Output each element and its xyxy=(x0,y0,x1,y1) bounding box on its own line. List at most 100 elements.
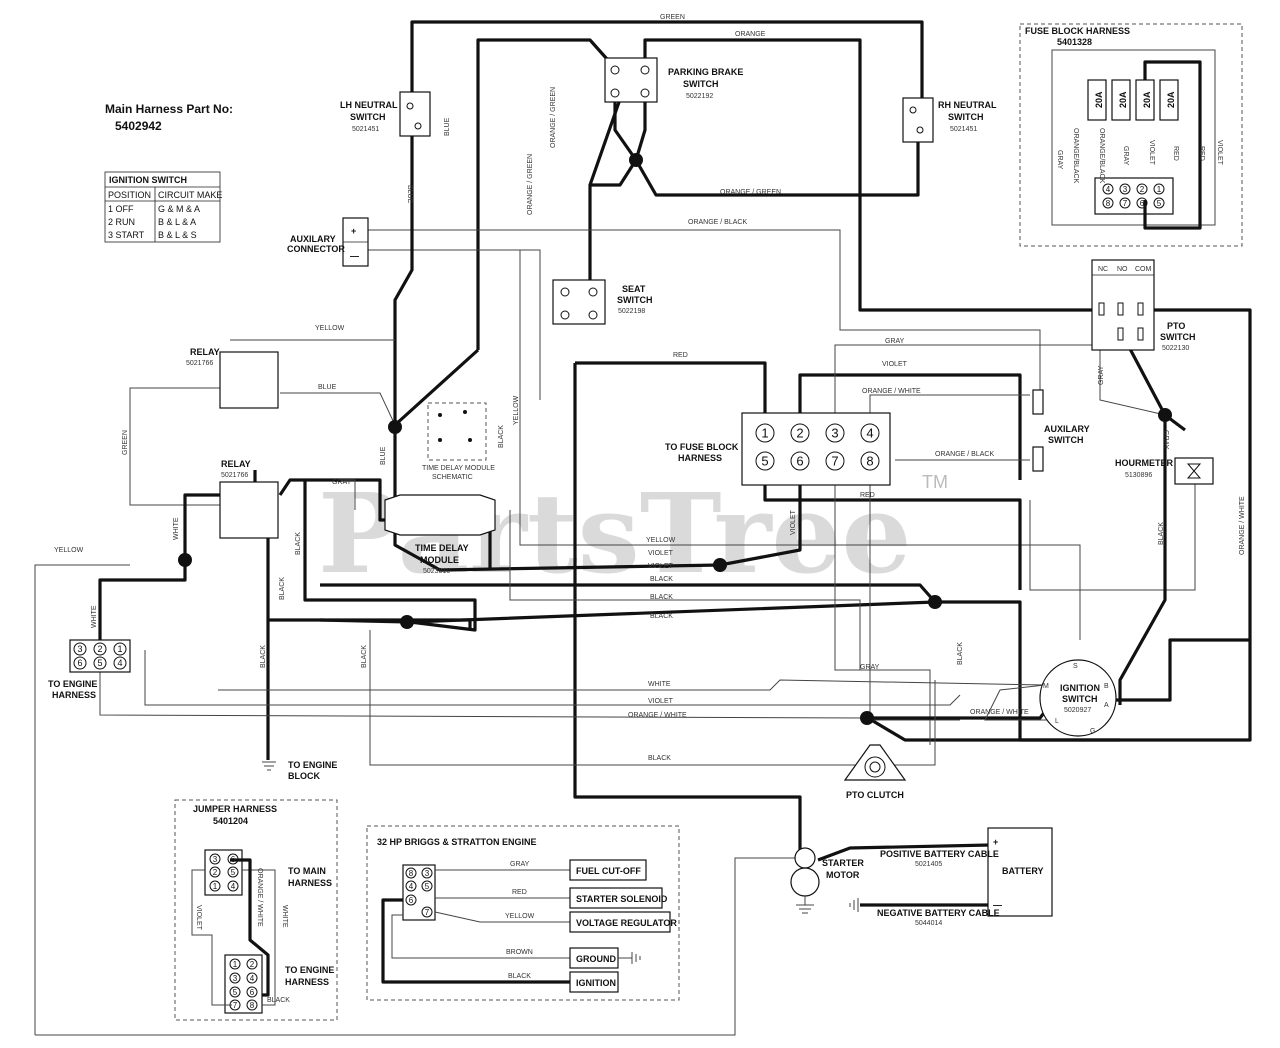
label-black-v3: BLACK xyxy=(260,645,267,668)
ign-term-s: S xyxy=(1073,663,1078,670)
connector-pin-label: 8 xyxy=(866,454,873,469)
connector-pin xyxy=(227,866,239,878)
connector-pin xyxy=(113,656,127,670)
rh-neutral-pn: 5021451 xyxy=(950,126,977,133)
pto-no: NO xyxy=(1117,266,1128,273)
fb-wire-violet2: VIOLET xyxy=(1216,140,1223,166)
label-blue-v: BLUE xyxy=(406,185,413,204)
connector-pin-label: 2 xyxy=(97,644,102,654)
parking-brake-label2: SWITCH xyxy=(683,79,719,89)
label-blue-v3: BLUE xyxy=(380,446,387,465)
connector-pin-label: 3 xyxy=(233,974,238,983)
label-gray-v2: GRAY xyxy=(1162,430,1169,450)
connector-pin xyxy=(405,867,417,879)
connector-pin-label: 1 xyxy=(117,644,122,654)
label-gray-v: GRAY xyxy=(1098,365,1105,385)
aux-connector-label2: CONNECTOR xyxy=(287,244,345,254)
connector-pin-label: 8 xyxy=(1106,199,1111,208)
label-yellow: YELLOW xyxy=(315,325,345,332)
aux-minus: — xyxy=(350,251,359,261)
relay-2-pn: 5021766 xyxy=(221,472,248,479)
ignition-row-pos: 3 START xyxy=(108,230,145,240)
seat-label: SEAT xyxy=(622,284,646,294)
seat-pn: 5022198 xyxy=(618,308,645,315)
label-black-v: BLACK xyxy=(295,532,302,555)
connector-pin-label: 4 xyxy=(250,974,255,983)
jumper-wire-ow: ORANGE / WHITE xyxy=(256,868,263,927)
starter-label: STARTER xyxy=(822,858,864,868)
fb-wire-ob: ORANGE/BLACK xyxy=(1072,128,1079,184)
connector-pin-label: 5 xyxy=(1157,199,1162,208)
pto-clutch-label: PTO CLUTCH xyxy=(846,790,904,800)
connector-pin xyxy=(246,986,258,998)
aux-switch-label2: SWITCH xyxy=(1048,435,1084,445)
hourmeter-label: HOURMETER xyxy=(1115,458,1173,468)
jumper-wire-white: WHITE xyxy=(281,905,288,928)
fb-wire-gray2: GRAY xyxy=(1122,146,1129,166)
label-yellow-2: YELLOW xyxy=(54,547,84,554)
engine-block-label: TO ENGINE xyxy=(288,760,337,770)
aux-connector: + — AUXILARY CONNECTOR xyxy=(287,217,369,267)
relay-1: RELAY 5021766 xyxy=(186,347,279,409)
jumper-title: JUMPER HARNESS xyxy=(193,804,277,814)
jumper-to-engine: TO ENGINE xyxy=(285,965,334,975)
starter-label2: MOTOR xyxy=(826,870,860,880)
eng-wire-black: BLACK xyxy=(508,973,531,980)
label-black-v6: BLACK xyxy=(957,642,964,665)
rh-neutral-switch: RH NEUTRAL SWITCH 5021451 xyxy=(902,97,997,143)
connector-pin-label: 5 xyxy=(231,868,236,877)
aux-switch: AUXILARY SWITCH xyxy=(1032,389,1090,472)
lh-neutral-switch: LH NEUTRAL SWITCH 5021451 xyxy=(340,91,431,137)
connector-pin-label: 5 xyxy=(425,882,430,891)
connector-pin xyxy=(405,894,417,906)
connector-pin xyxy=(227,880,239,892)
label-white-v2: WHITE xyxy=(91,605,98,628)
engine-output: STARTER SOLENOID xyxy=(576,894,668,904)
label-red: RED xyxy=(673,352,688,359)
label-blue-v2: BLUE xyxy=(444,117,451,136)
ignition-label: IGNITION xyxy=(1060,683,1100,693)
connector-pin xyxy=(790,451,810,471)
connector-pin-label: 2 xyxy=(796,426,803,441)
connector-pin xyxy=(246,972,258,984)
parking-brake-pn: 5022192 xyxy=(686,93,713,100)
label-white-v: WHITE xyxy=(173,517,180,540)
ignition-row-make: G & M & A xyxy=(158,204,200,214)
ignition-row-pos: 2 RUN xyxy=(108,217,135,227)
label-gray-2: GRAY xyxy=(885,338,905,345)
connector-pin xyxy=(93,642,107,656)
label-violet: VIOLET xyxy=(882,361,908,368)
ign-term-l: L xyxy=(1055,718,1059,725)
pto-label: PTO xyxy=(1167,321,1185,331)
connector-pin-label: 2 xyxy=(1140,185,1145,194)
connector-pin xyxy=(421,880,433,892)
label-orange-white: ORANGE / WHITE xyxy=(862,388,921,395)
parking-brake-label: PARKING BRAKE xyxy=(668,67,743,77)
connector-pin xyxy=(1153,197,1165,209)
connector-pin xyxy=(209,880,221,892)
tdm-pn: 5023810 xyxy=(423,568,450,575)
label-orange-green-v2: ORANGE / GREEN xyxy=(527,154,534,215)
connector-pin xyxy=(246,999,258,1011)
lh-neutral-label: LH NEUTRAL xyxy=(340,100,398,110)
connector-pin xyxy=(229,986,241,998)
label-violet-v: VIOLET xyxy=(790,509,797,535)
label-orange-white-v: ORANGE / WHITE xyxy=(1239,496,1246,555)
ignition-row-make: B & L & S xyxy=(158,230,197,240)
label-gray: GRAY xyxy=(332,479,352,486)
label-black-v7: BLACK xyxy=(1158,522,1165,545)
label-green-v: GREEN xyxy=(122,430,129,455)
connector-pin xyxy=(209,853,221,865)
tdm-label: TIME DELAY xyxy=(415,543,469,553)
jumper-wire-black: BLACK xyxy=(267,997,290,1004)
connector-pin xyxy=(860,451,880,471)
label-black-2: BLACK xyxy=(650,594,673,601)
fuse: 20A xyxy=(1094,91,1104,108)
connector-pin xyxy=(1136,183,1148,195)
connector-pin xyxy=(421,906,433,918)
engine-title: 32 HP BRIGGS & STRATTON ENGINE xyxy=(377,837,537,847)
parking-brake-switch: PARKING BRAKE SWITCH 5022192 xyxy=(604,57,743,103)
connector-pin xyxy=(113,642,127,656)
